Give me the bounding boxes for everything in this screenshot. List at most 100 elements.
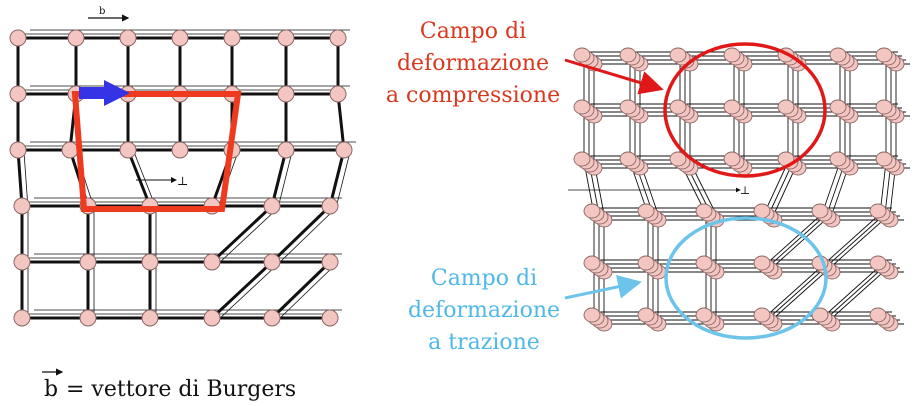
lattice-atom bbox=[61, 141, 79, 159]
lattice-atom bbox=[875, 47, 893, 63]
lattice-atom bbox=[829, 151, 847, 167]
lattice-atom bbox=[637, 255, 655, 271]
compression-pointer-arrow bbox=[564, 58, 664, 95]
lattice-atom bbox=[695, 255, 713, 271]
lattice-column-line bbox=[763, 213, 823, 267]
compression-label-line-3: a compressione bbox=[386, 83, 560, 108]
lattice-bond bbox=[270, 204, 332, 264]
lattice-atom bbox=[223, 29, 241, 47]
lattice-atom bbox=[695, 307, 713, 323]
lattice-atom bbox=[811, 203, 829, 219]
lattice-atom bbox=[723, 47, 741, 63]
left-lattice-atoms bbox=[9, 29, 353, 327]
lattice-atom bbox=[13, 197, 31, 215]
lattice-atom bbox=[723, 151, 741, 167]
lattice-atom bbox=[321, 197, 339, 215]
caption-text: = vettore di Burgers bbox=[66, 377, 296, 402]
lattice-column-line bbox=[826, 265, 886, 319]
lattice-column-line bbox=[826, 213, 886, 267]
lattice-atom bbox=[869, 255, 887, 271]
burgers-circuit bbox=[71, 91, 242, 212]
left-lattice-panel: b ⊥ bbox=[3, 6, 358, 336]
lattice-atom bbox=[753, 255, 771, 271]
lattice-atom bbox=[829, 99, 847, 115]
lattice-atom bbox=[277, 85, 295, 103]
tension-label-line-2: deformazione bbox=[408, 298, 560, 323]
tension-field-ellipse bbox=[664, 216, 828, 340]
lattice-atom bbox=[829, 47, 847, 63]
lattice-atom bbox=[13, 309, 31, 327]
lattice-atom bbox=[277, 141, 295, 159]
lattice-atom bbox=[9, 29, 27, 47]
lattice-atom bbox=[277, 29, 295, 47]
lattice-atom bbox=[619, 151, 637, 167]
lattice-column-line bbox=[831, 265, 891, 319]
lattice-depth-line bbox=[277, 263, 337, 321]
lattice-atom bbox=[619, 47, 637, 63]
lattice-depth-line bbox=[217, 207, 279, 265]
left-dislocation-symbol: ⊥ bbox=[177, 174, 188, 188]
lattice-atom bbox=[753, 307, 771, 323]
lattice-atom bbox=[777, 99, 795, 115]
lattice-bond bbox=[126, 149, 152, 207]
lattice-atom bbox=[637, 203, 655, 219]
right-dislocation-marker: ⊥ bbox=[568, 184, 750, 197]
lattice-atom bbox=[203, 253, 221, 271]
compression-label: Campo di deformazione a compressione bbox=[386, 19, 560, 108]
lattice-atom bbox=[875, 99, 893, 115]
lattice-atom bbox=[171, 141, 189, 159]
lattice-column-line bbox=[763, 265, 823, 319]
lattice-atom bbox=[9, 85, 27, 103]
lattice-column-line bbox=[773, 265, 833, 319]
lattice-atom bbox=[869, 307, 887, 323]
lattice-atom bbox=[637, 307, 655, 323]
caption-vector-symbol: b bbox=[44, 377, 58, 402]
lattice-bond bbox=[328, 149, 346, 207]
lattice-column-line bbox=[773, 213, 833, 267]
lattice-bond bbox=[270, 149, 288, 207]
lattice-atom bbox=[669, 151, 687, 167]
compression-label-line-2: deformazione bbox=[397, 51, 549, 76]
lattice-atom bbox=[119, 141, 137, 159]
tension-pointer-arrow bbox=[564, 274, 642, 300]
lattice-atom bbox=[669, 99, 687, 115]
lattice-atom bbox=[321, 253, 339, 271]
lattice-column-line bbox=[768, 265, 828, 319]
lattice-bond bbox=[270, 260, 332, 320]
lattice-atom bbox=[79, 253, 97, 271]
left-lattice-lines bbox=[16, 36, 351, 321]
burgers-top-marker: b bbox=[88, 6, 130, 22]
right-lattice-atoms bbox=[573, 47, 905, 332]
compression-label-line-1: Campo di bbox=[420, 19, 526, 44]
lattice-atom bbox=[263, 253, 281, 271]
lattice-bond bbox=[210, 204, 274, 264]
lattice-atom bbox=[583, 255, 601, 271]
lattice-atom bbox=[141, 309, 159, 327]
lattice-atom bbox=[583, 203, 601, 219]
lattice-atom bbox=[753, 203, 771, 219]
lattice-atom bbox=[695, 203, 713, 219]
lattice-atom bbox=[67, 29, 85, 47]
lattice-depth-line bbox=[277, 151, 293, 209]
lattice-bond bbox=[16, 149, 24, 207]
lattice-atom bbox=[119, 29, 137, 47]
left-dislocation-marker: ⊥ bbox=[136, 174, 188, 188]
lattice-atom bbox=[619, 99, 637, 115]
lattice-atom bbox=[321, 309, 339, 327]
lattice-atom bbox=[13, 253, 31, 271]
tension-label: Campo di deformazione a trazione bbox=[408, 266, 560, 355]
lattice-atom bbox=[171, 29, 189, 47]
lattice-column-line bbox=[821, 265, 881, 319]
lattice-depth-line bbox=[23, 151, 29, 209]
lattice-atom bbox=[79, 309, 97, 327]
lattice-depth-line bbox=[217, 263, 279, 321]
lattice-depth-line bbox=[277, 207, 337, 265]
lattice-column-line bbox=[768, 213, 828, 267]
lattice-atom bbox=[263, 309, 281, 327]
lattice-bond bbox=[336, 93, 346, 151]
tension-label-line-3: a trazione bbox=[428, 330, 540, 355]
lattice-atom bbox=[9, 141, 27, 159]
lattice-atom bbox=[869, 203, 887, 219]
right-lattice-panel: ⊥ Campo di deformazione a compressione C… bbox=[386, 19, 910, 355]
